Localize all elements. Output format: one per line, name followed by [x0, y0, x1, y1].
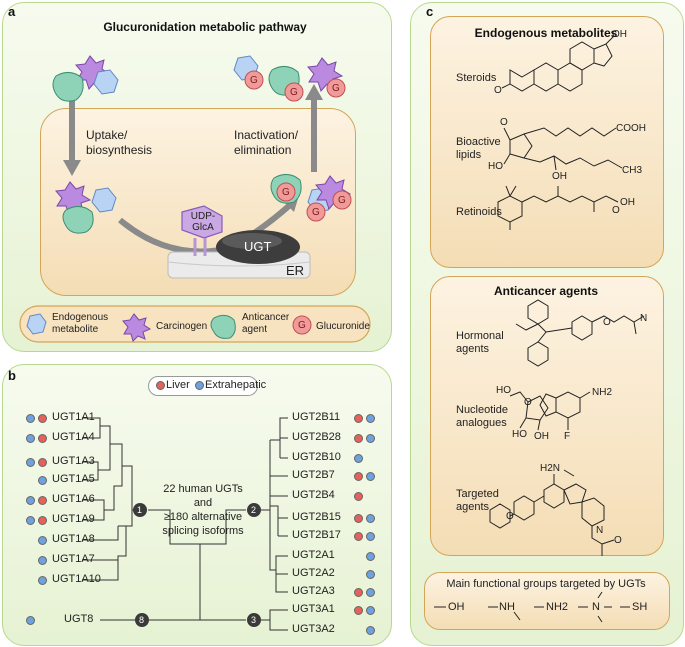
node-3-label: 3	[251, 615, 257, 625]
chem-atom: OH	[620, 197, 635, 208]
legend-extrahepatic: Extrahepatic	[205, 379, 267, 391]
node-3	[247, 613, 261, 627]
retinoids-label: Retinoids	[456, 206, 502, 218]
gene-label: UGT2B4	[292, 489, 335, 501]
gene-label: UGT1A8	[52, 533, 95, 545]
chem-atom: N	[596, 525, 604, 536]
gene-label: UGT1A10	[52, 573, 101, 585]
panel-a-title: Glucuronidation metabolic pathway	[103, 20, 307, 34]
g-letter: G	[250, 75, 258, 86]
panel-a-label: a	[8, 4, 16, 19]
gene-label: UGT2B15	[292, 511, 341, 523]
chem-atom: OH	[534, 431, 549, 442]
group-sh: SH	[632, 601, 648, 613]
gene-label: UGT1A7	[52, 553, 95, 565]
node-1	[133, 503, 147, 517]
gene-label: UGT2B17	[292, 529, 341, 541]
chem-atom: OH	[552, 171, 567, 182]
g-letter: G	[312, 207, 320, 218]
chem-atom: HO	[496, 385, 511, 396]
er-label: ER	[286, 263, 305, 278]
gene-label: UGT1A5	[52, 473, 95, 485]
node-8	[135, 613, 149, 627]
ugt-label: UGT	[244, 239, 272, 254]
legend-glucuronide: Glucuronide	[316, 321, 370, 332]
node-8-label: 8	[139, 615, 145, 625]
steroids-label: Steroids	[456, 72, 497, 84]
legend-box-a	[19, 305, 371, 343]
legend-liver: Liver	[166, 379, 190, 391]
group-nh2: NH2	[546, 601, 569, 613]
tree-center-text: 22 human UGTs and ≥180 alternative splic…	[162, 483, 244, 537]
node-2	[247, 503, 261, 517]
panel-b-label: b	[8, 368, 16, 383]
chem-atom: O	[494, 85, 502, 96]
chem-atom: O	[500, 117, 508, 128]
udp-glca-hexagon	[181, 205, 223, 239]
gene-label: UGT2B7	[292, 469, 335, 481]
gene-label: UGT2B28	[292, 431, 341, 443]
chem-atom: NH2	[592, 387, 613, 398]
panel-b	[2, 364, 392, 646]
gene-label: UGT1A4	[52, 431, 95, 443]
gene-label: UGT2B10	[292, 451, 341, 463]
chem-atom: CH3	[622, 165, 643, 176]
group-nh: NH	[499, 601, 515, 613]
chem-atom: O	[524, 397, 532, 408]
group-oh: OH	[448, 601, 465, 613]
chem-atom: N	[640, 313, 648, 324]
gene-label: UGT2A1	[292, 549, 335, 561]
groups-box	[424, 572, 670, 630]
udp-glca-label: UDP-GlcA	[190, 211, 216, 233]
anticancer-title: Anticancer agents	[493, 284, 599, 298]
gene-label: UGT3A2	[292, 623, 335, 635]
chem-atom: O	[614, 535, 622, 546]
chem-atom: O	[506, 511, 514, 522]
legend-carcinogen: Carcinogen	[156, 321, 208, 332]
gene-label: UGT2A3	[292, 585, 335, 597]
chem-atom: O	[612, 205, 620, 216]
endogenous-box	[430, 16, 664, 268]
chem-atom: O	[603, 317, 611, 328]
gene-label: UGT1A3	[52, 455, 95, 467]
g-letter: G	[290, 87, 298, 98]
node-1-label: 1	[137, 505, 143, 515]
g-letter: G	[338, 195, 346, 206]
endogenous-shape	[93, 69, 119, 95]
gene-label: UGT3A1	[292, 603, 335, 615]
gene-label: UGT8	[64, 613, 94, 625]
chem-atom: F	[564, 431, 571, 442]
chem-atom: H2N	[540, 463, 561, 474]
panel-c-label: c	[426, 4, 434, 19]
chem-atom: OH	[612, 29, 627, 40]
chem-atom: HO	[488, 161, 503, 172]
gene-label: UGT1A9	[52, 513, 95, 525]
gene-label: UGT2A2	[292, 567, 335, 579]
node-2-label: 2	[251, 505, 257, 515]
group-n: N	[592, 601, 600, 613]
gene-label: UGT1A1	[52, 411, 95, 423]
chem-atom: COOH	[616, 123, 646, 134]
g-letter: G	[332, 83, 340, 94]
groups-title: Main functional groups targeted by UGTs	[446, 578, 646, 590]
endogenous-title: Endogenous metabolites	[474, 26, 618, 40]
g-letter: G	[298, 320, 306, 331]
inactivation-label: Inactivation/elimination	[234, 128, 299, 157]
anticancer-shape	[52, 72, 84, 102]
gene-label: UGT1A6	[52, 493, 95, 505]
g-letter: G	[282, 187, 290, 198]
uptake-label: Uptake/biosynthesis	[86, 128, 153, 157]
gene-label: UGT2B11	[292, 411, 341, 423]
chem-atom: HO	[512, 429, 527, 440]
